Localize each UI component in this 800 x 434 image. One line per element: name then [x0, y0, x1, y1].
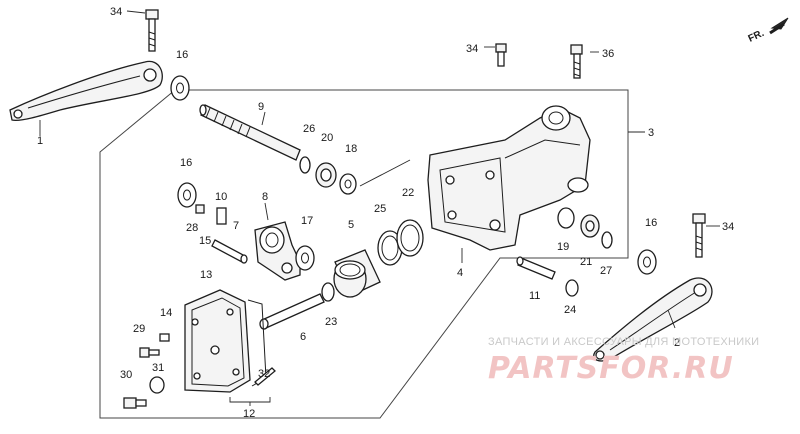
- bearing-22: [580, 214, 600, 238]
- pin-11: [516, 256, 556, 280]
- screw-29: [195, 204, 205, 214]
- leader-12: [229, 397, 271, 403]
- callout-6: 6: [300, 331, 306, 343]
- callout-labels: 34 1 16 9 26 20 18 3 34 36 16 10 8 28 7 …: [37, 6, 734, 420]
- pin-33: [254, 367, 276, 386]
- callout-9: 9: [258, 101, 264, 113]
- callout-4: 4: [457, 267, 463, 279]
- callout-11: 11: [529, 290, 540, 302]
- lower-arm: [593, 277, 713, 362]
- washer-16-lower: [637, 249, 657, 275]
- bolt-35: [495, 43, 507, 67]
- callout-33: 32: [258, 368, 270, 380]
- washer-25: [565, 279, 579, 297]
- callout-20: 19: [557, 241, 569, 253]
- bolt-30: [139, 347, 160, 358]
- callout-21: 20: [321, 132, 333, 144]
- callout-8: 8: [262, 191, 268, 203]
- callout-18: 17: [301, 215, 313, 227]
- callout-1: 1: [37, 135, 43, 147]
- svg-text:FR.: FR.: [747, 28, 766, 45]
- bearing-21: [315, 162, 337, 188]
- washer-20: [557, 207, 575, 229]
- plate-10: [216, 207, 227, 225]
- callout-23: 22: [402, 187, 414, 199]
- seal-24: [321, 282, 335, 302]
- callout-5: 5: [348, 219, 354, 231]
- watermark-caption: ЗАПЧАСТИ И АКСЕССУАРЫ ДЛЯ МОТОТЕХНИКИ: [488, 336, 759, 348]
- callout-26: 25: [374, 203, 386, 215]
- leader-19-housing: [359, 159, 411, 187]
- callout-22: 21: [580, 256, 592, 268]
- leader-34a: [126, 10, 146, 14]
- pushrod-6: [259, 293, 325, 330]
- callout-16-upper: 16: [176, 49, 188, 61]
- callout-32: 31: [152, 362, 164, 374]
- upper-arm: [9, 60, 163, 122]
- callout-34-lower: 34: [722, 221, 734, 233]
- callout-28: 27: [600, 265, 612, 277]
- front-direction-arrow: FR.: [747, 17, 789, 45]
- callout-31: 30: [120, 369, 132, 381]
- watermark-logo: PARTSFOR.RU: [488, 351, 734, 386]
- callout-25: 24: [564, 304, 576, 316]
- pin-15: [211, 239, 248, 264]
- splined-shaft: [199, 104, 301, 161]
- bolt-upper: [145, 9, 159, 52]
- callout-7: 7: [233, 220, 239, 232]
- callout-30: 29: [133, 323, 145, 335]
- callout-16-lower: 16: [645, 217, 657, 229]
- callout-3: 3: [648, 127, 654, 139]
- assembly-frame: [99, 89, 629, 419]
- callout-27: 26: [303, 123, 315, 135]
- piston-5: [333, 249, 381, 298]
- cover-13: [184, 289, 251, 393]
- washer-19: [339, 173, 357, 195]
- callout-35: 34: [466, 43, 478, 55]
- callout-13: 13: [200, 269, 212, 281]
- circlip-27: [299, 156, 311, 174]
- callout-12: 12: [243, 408, 255, 420]
- callout-24: 23: [325, 316, 337, 328]
- washer-17: [177, 182, 197, 208]
- callout-17: 16: [180, 157, 192, 169]
- leader-9: [261, 111, 266, 126]
- bolt-lower: [692, 213, 706, 258]
- circlip-28: [601, 231, 613, 249]
- callout-29: 28: [186, 222, 198, 234]
- washer-16-upper: [170, 75, 190, 101]
- callout-2: 2: [674, 337, 680, 349]
- final-drive-housing: [427, 105, 591, 251]
- bolt-36: [570, 44, 583, 79]
- callout-10: 10: [215, 191, 227, 203]
- bolt-31: [123, 397, 147, 409]
- washer-32: [149, 376, 165, 394]
- callout-19: 18: [345, 143, 357, 155]
- watermark: ЗАПЧАСТИ И АКСЕССУАРЫ ДЛЯ МОТОТЕХНИКИ PA…: [488, 336, 759, 386]
- cam-lever-8: [254, 221, 301, 281]
- callout-36: 36: [602, 48, 614, 60]
- washer-18: [295, 245, 315, 271]
- callout-15: 15: [199, 235, 211, 247]
- screw-14: [159, 333, 170, 342]
- callout-34-upper: 34: [110, 6, 122, 18]
- callout-14: 14: [160, 307, 172, 319]
